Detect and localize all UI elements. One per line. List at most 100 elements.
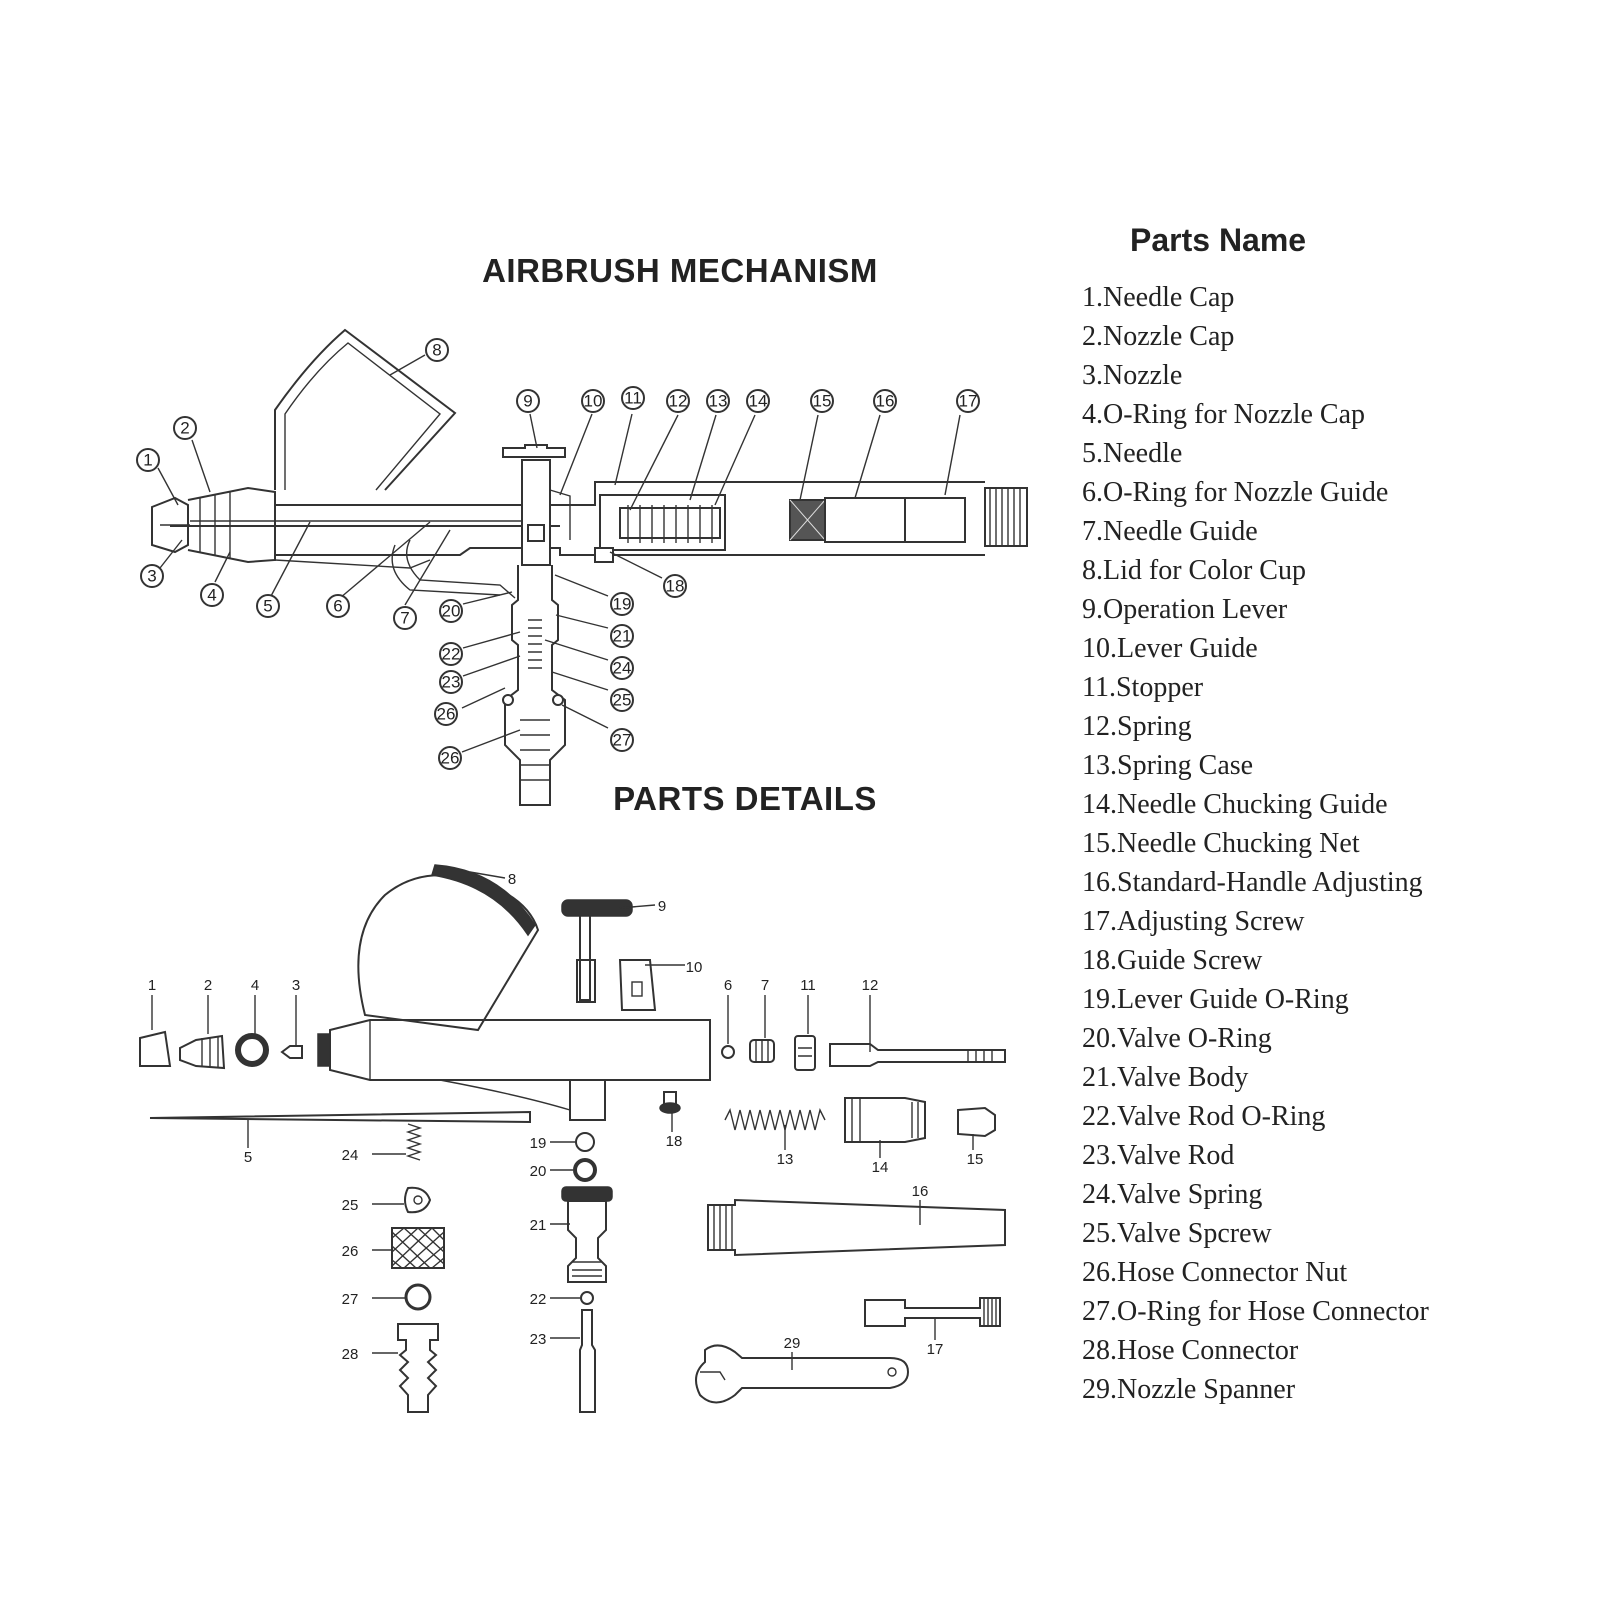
- svg-text:17: 17: [959, 392, 978, 411]
- parts-list-item: 15.Needle Chucking Net: [1082, 828, 1360, 859]
- svg-text:14: 14: [749, 392, 768, 411]
- detail-label-23: 23: [530, 1331, 547, 1348]
- detail-label-19: 19: [530, 1135, 547, 1152]
- svg-text:1: 1: [143, 451, 152, 470]
- svg-text:9: 9: [523, 392, 532, 411]
- svg-text:15: 15: [813, 392, 832, 411]
- callout-7: 7: [393, 606, 417, 630]
- svg-text:11: 11: [624, 389, 642, 408]
- parts-name-title: Parts Name: [1130, 222, 1307, 258]
- detail-label-15: 15: [967, 1151, 984, 1168]
- svg-text:24: 24: [613, 659, 632, 678]
- detail-label-11: 11: [800, 977, 816, 994]
- svg-text:16: 16: [876, 392, 895, 411]
- detail-label-22: 22: [530, 1291, 547, 1308]
- mechanism-leaders: [157, 354, 961, 753]
- detail-label-10: 10: [686, 959, 703, 976]
- detail-label-1: 1: [148, 977, 156, 994]
- svg-text:26: 26: [437, 705, 456, 724]
- svg-text:7: 7: [400, 609, 409, 628]
- parts-name-list: 1.Needle Cap 2.Nozzle Cap 3.Nozzle 4.O-R…: [1082, 278, 1429, 1409]
- parts-list-item: 16.Standard-Handle Adjusting: [1082, 867, 1423, 898]
- svg-text:22: 22: [442, 645, 461, 664]
- callout-21: 21: [610, 624, 634, 648]
- detail-label-26: 26: [342, 1243, 359, 1260]
- callout-3: 3: [140, 564, 164, 588]
- svg-text:5: 5: [263, 597, 272, 616]
- callout-4: 4: [200, 583, 224, 607]
- callout-20: 20: [439, 599, 463, 623]
- parts-list-item: 4.O-Ring for Nozzle Cap: [1082, 399, 1366, 430]
- detail-label-12: 12: [862, 977, 879, 994]
- callout-24: 24: [610, 656, 634, 680]
- parts-list-item: 12.Spring: [1082, 711, 1192, 742]
- parts-list-item: 27.O-Ring for Hose Connector: [1082, 1296, 1429, 1327]
- svg-text:6: 6: [333, 597, 342, 616]
- callout-22: 22: [439, 642, 463, 666]
- parts-list-item: 13.Spring Case: [1082, 750, 1254, 781]
- detail-label-25: 25: [342, 1197, 359, 1214]
- parts-list-item: 1.Needle Cap: [1082, 282, 1235, 313]
- svg-text:19: 19: [613, 595, 632, 614]
- parts-list-item: 22.Valve Rod O-Ring: [1082, 1101, 1326, 1132]
- svg-text:18: 18: [666, 577, 685, 596]
- parts-list-item: 25.Valve Spcrew: [1082, 1218, 1272, 1249]
- parts-list-item: 24.Valve Spring: [1082, 1179, 1263, 1210]
- detail-label-2: 2: [204, 977, 212, 994]
- callout-13: 13: [706, 389, 730, 413]
- callout-26b: 26: [438, 746, 462, 770]
- parts-list-item: 7.Needle Guide: [1082, 516, 1258, 547]
- parts-list-item: 10.Lever Guide: [1082, 633, 1258, 664]
- airbrush-cross-section: [151, 328, 1028, 806]
- detail-label-29: 29: [784, 1335, 801, 1352]
- detail-label-27: 27: [342, 1291, 359, 1308]
- callout-10: 10: [581, 389, 605, 413]
- callout-6: 6: [326, 594, 350, 618]
- callout-12: 12: [666, 389, 690, 413]
- detail-label-8: 8: [508, 871, 516, 888]
- parts-list-item: 17.Adjusting Screw: [1082, 906, 1305, 937]
- detail-label-14: 14: [872, 1159, 889, 1176]
- parts-list-item: 9.Operation Lever: [1082, 594, 1288, 625]
- callout-26: 26: [434, 702, 458, 726]
- parts-list-item: 18.Guide Screw: [1082, 945, 1263, 976]
- svg-text:21: 21: [613, 627, 632, 646]
- detail-label-6: 6: [724, 977, 732, 994]
- callout-23: 23: [439, 670, 463, 694]
- parts-list-item: 5.Needle: [1082, 438, 1183, 469]
- detail-label-13: 13: [777, 1151, 794, 1168]
- detail-label-3: 3: [292, 977, 300, 994]
- parts-list-item: 19.Lever Guide O-Ring: [1082, 984, 1349, 1015]
- svg-text:10: 10: [584, 392, 603, 411]
- svg-text:26: 26: [441, 749, 460, 768]
- detail-label-18: 18: [666, 1133, 683, 1150]
- svg-text:23: 23: [442, 673, 461, 692]
- svg-text:27: 27: [613, 731, 632, 750]
- svg-text:4: 4: [207, 586, 216, 605]
- callout-25: 25: [610, 688, 634, 712]
- parts-list-item: 23.Valve Rod: [1082, 1140, 1235, 1171]
- callout-18: 18: [663, 574, 687, 598]
- detail-leaders: [151, 871, 974, 1370]
- parts-list-item: 11.Stopper: [1082, 672, 1204, 703]
- svg-text:13: 13: [709, 392, 728, 411]
- parts-list-item: 6.O-Ring for Nozzle Guide: [1082, 477, 1389, 508]
- detail-callouts: 8 9 10 1 2 4 3 6 7 11 12 5 18 13 14 15 1…: [148, 871, 984, 1363]
- svg-text:20: 20: [442, 602, 461, 621]
- callout-15: 15: [810, 389, 834, 413]
- mechanism-title: AIRBRUSH MECHANISM: [482, 252, 878, 289]
- detail-label-21: 21: [530, 1217, 547, 1234]
- parts-list-item: 21.Valve Body: [1082, 1062, 1249, 1093]
- parts-list-item: 28.Hose Connector: [1082, 1335, 1299, 1366]
- parts-list-item: 29.Nozzle Spanner: [1082, 1374, 1296, 1405]
- callout-1: 1: [136, 448, 160, 472]
- callout-19: 19: [610, 592, 634, 616]
- callout-11: 11: [621, 386, 645, 410]
- svg-text:3: 3: [147, 567, 156, 586]
- detail-label-4: 4: [251, 977, 259, 994]
- detail-label-17: 17: [927, 1341, 944, 1358]
- callout-27: 27: [610, 728, 634, 752]
- svg-text:8: 8: [432, 341, 441, 360]
- callout-8: 8: [425, 338, 449, 362]
